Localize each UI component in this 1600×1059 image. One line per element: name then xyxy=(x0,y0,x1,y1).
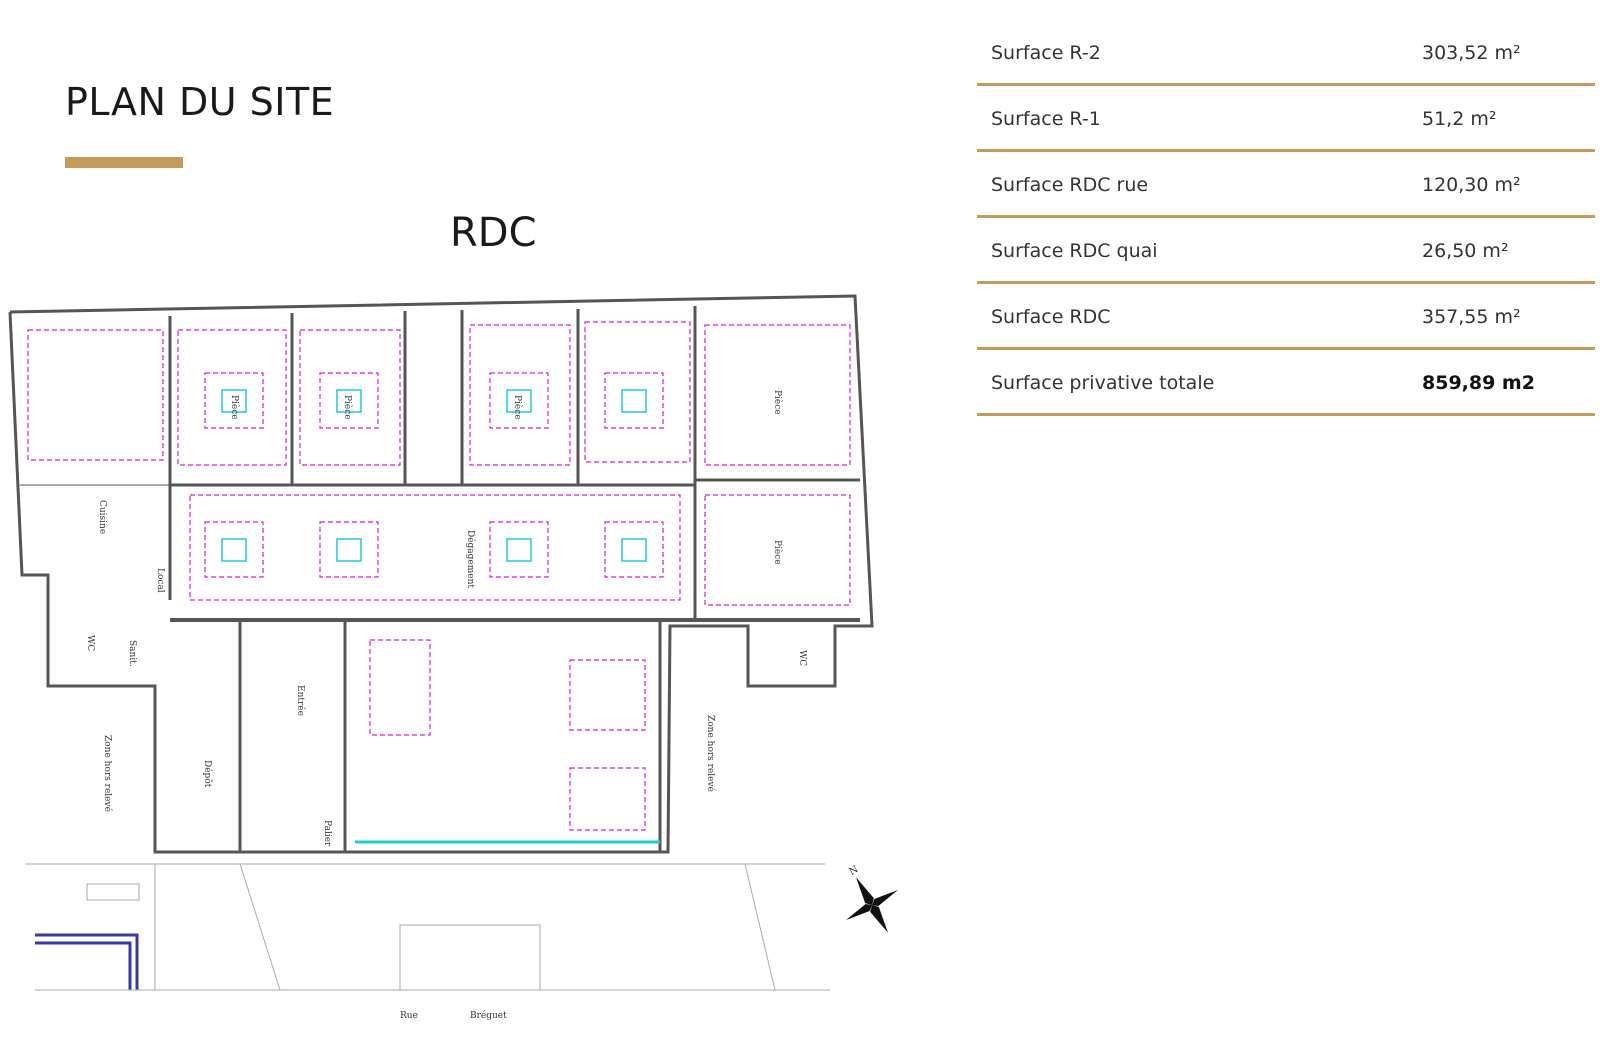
page-title: PLAN DU SITE xyxy=(65,80,335,124)
surface-label: Surface RDC xyxy=(991,306,1111,328)
surface-row-total: Surface privative totale 859,89 m2 xyxy=(977,350,1595,416)
surface-value: 357,55 m² xyxy=(1422,306,1521,328)
room-label-local: Local xyxy=(155,568,165,593)
surface-label: Surface privative totale xyxy=(991,372,1215,394)
room-label-cuisine: Cuisine xyxy=(97,500,107,534)
surface-value: 120,30 m² xyxy=(1422,174,1521,196)
room-label-piece: Pièce xyxy=(512,395,523,420)
surface-row: Surface RDC quai 26,50 m² xyxy=(977,218,1595,284)
surface-label: Surface R-2 xyxy=(991,42,1101,64)
room-label-piece: Pièce xyxy=(342,395,353,420)
surface-row: Surface RDC rue 120,30 m² xyxy=(977,152,1595,218)
surface-label: Surface R-1 xyxy=(991,108,1101,130)
surface-label: Surface RDC rue xyxy=(991,174,1149,196)
room-label-wc: WC xyxy=(85,635,95,651)
surface-row: Surface R-2 303,52 m² xyxy=(977,20,1595,86)
surface-total-value: 859,89 m2 xyxy=(1422,372,1535,394)
room-label-degagement: Dégagement xyxy=(465,530,476,588)
room-label-depot: Dépôt xyxy=(202,760,213,788)
room-label-zone-hors-releve: Zone hors relevé xyxy=(705,715,716,792)
surface-row: Surface RDC 357,55 m² xyxy=(977,284,1595,350)
room-label-piece: Pièce xyxy=(772,540,783,565)
room-label-piece: Pièce xyxy=(229,395,240,420)
plan-level-label: RDC xyxy=(450,210,537,256)
title-underline xyxy=(65,157,183,168)
surface-label: Surface RDC quai xyxy=(991,240,1158,262)
compass-icon: N xyxy=(846,864,898,933)
street-label-rue: Rue xyxy=(400,1011,418,1021)
room-label-palier: Palier xyxy=(322,820,332,847)
room-label-sanit: Sanit. xyxy=(127,640,137,667)
room-label-entree: Entrée xyxy=(295,685,306,716)
room-label-piece: Pièce xyxy=(772,390,783,415)
surface-value: 303,52 m² xyxy=(1422,42,1521,64)
room-label-wc: WC xyxy=(797,650,807,666)
surface-row: Surface R-1 51,2 m² xyxy=(977,86,1595,152)
surface-value: 26,50 m² xyxy=(1422,240,1509,262)
outer-wall xyxy=(8,294,874,854)
compass-north-label: N xyxy=(847,864,860,878)
surface-value: 51,2 m² xyxy=(1422,108,1497,130)
room-label-zone-hors-releve: Zone hors relevé xyxy=(102,735,113,812)
floor-plan: Cuisine Pièce Pièce Pièce Pièce Pièce Dé… xyxy=(8,294,898,1021)
street-label-breguet: Bréguet xyxy=(470,1010,507,1021)
